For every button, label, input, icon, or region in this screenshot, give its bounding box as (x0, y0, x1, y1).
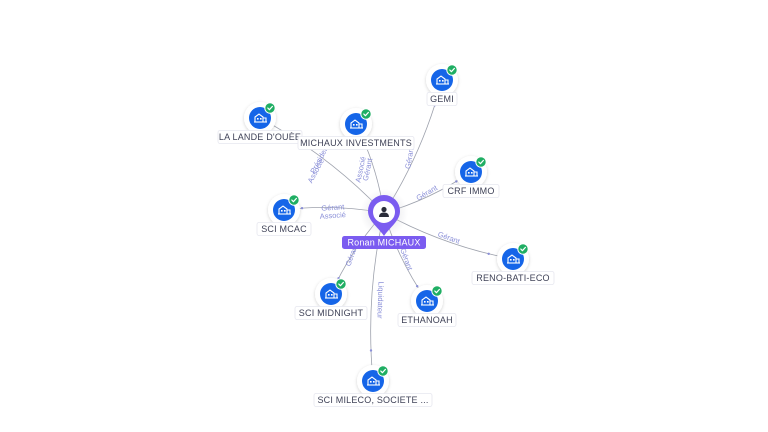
check-badge-icon (264, 102, 276, 114)
check-badge-icon (335, 278, 347, 290)
building-icon (325, 289, 338, 299)
check-badge-icon (446, 64, 458, 76)
company-label-box (442, 184, 500, 198)
company-label-box (426, 92, 458, 106)
company-label-box (256, 222, 312, 236)
user-icon (379, 206, 389, 217)
company-label: ETHANOAH (401, 315, 453, 325)
company-label: MICHAUX INVESTMENTS (300, 138, 412, 148)
edge-role-label: Gérant (321, 202, 345, 213)
company-node[interactable]: GEMI (426, 64, 458, 106)
building-icon (507, 254, 520, 264)
company-label-box (397, 313, 457, 327)
company-label-box (297, 136, 415, 150)
edge-role-label: Associé (319, 210, 346, 221)
company-node[interactable]: LA LANDE D'OUÈE (217, 102, 303, 144)
check-badge-icon (377, 365, 389, 377)
company-label-box (313, 393, 433, 407)
company-label: SCI MIDNIGHT (299, 308, 364, 318)
edge-role-label: Gérant (403, 145, 416, 170)
company-label: SCI MCAC (261, 224, 307, 234)
edge-arrow (455, 180, 458, 183)
edge-arrow (415, 284, 419, 288)
edge-role-label: Liquidateur (375, 281, 385, 319)
company-label: GEMI (430, 94, 454, 104)
check-badge-icon (431, 285, 443, 297)
company-node[interactable]: CRF IMMO (442, 156, 500, 198)
company-node[interactable]: SCI MCAC (256, 194, 312, 236)
company-node[interactable]: RENO-BATI-ECO (471, 243, 555, 285)
building-icon (350, 119, 363, 129)
company-label: LA LANDE D'OUÈE (219, 132, 301, 142)
edge-arrow (369, 349, 373, 352)
company-node[interactable]: MICHAUX INVESTMENTS (297, 108, 415, 150)
company-label: CRF IMMO (447, 186, 494, 196)
company-label-box (294, 306, 368, 320)
check-badge-icon (475, 156, 487, 168)
company-label-box (471, 271, 555, 285)
edge-arrow (487, 252, 490, 255)
company-node[interactable]: ETHANOAH (397, 285, 457, 327)
edge-arrow (300, 206, 304, 210)
person-node[interactable]: Ronan MICHAUX (342, 189, 426, 249)
company-node[interactable]: SCI MIDNIGHT (294, 278, 368, 320)
edge-role-label: Gérant (437, 229, 462, 246)
edge-role-label: Gérant (398, 247, 415, 272)
check-badge-icon (288, 194, 300, 206)
building-icon (421, 296, 434, 306)
building-icon (436, 75, 449, 85)
company-label: SCI MILECO, SOCIETE ... (317, 395, 428, 405)
building-icon (367, 376, 380, 386)
company-node[interactable]: SCI MILECO, SOCIETE ... (313, 365, 433, 407)
company-label: RENO-BATI-ECO (476, 273, 549, 283)
person-label: Ronan MICHAUX (347, 238, 420, 248)
edge-role-label: Gérant (415, 183, 440, 203)
building-icon (278, 205, 291, 215)
check-badge-icon (360, 108, 372, 120)
building-icon (254, 113, 267, 123)
check-badge-icon (517, 243, 529, 255)
building-icon (465, 167, 478, 177)
person-label-box (342, 236, 426, 249)
